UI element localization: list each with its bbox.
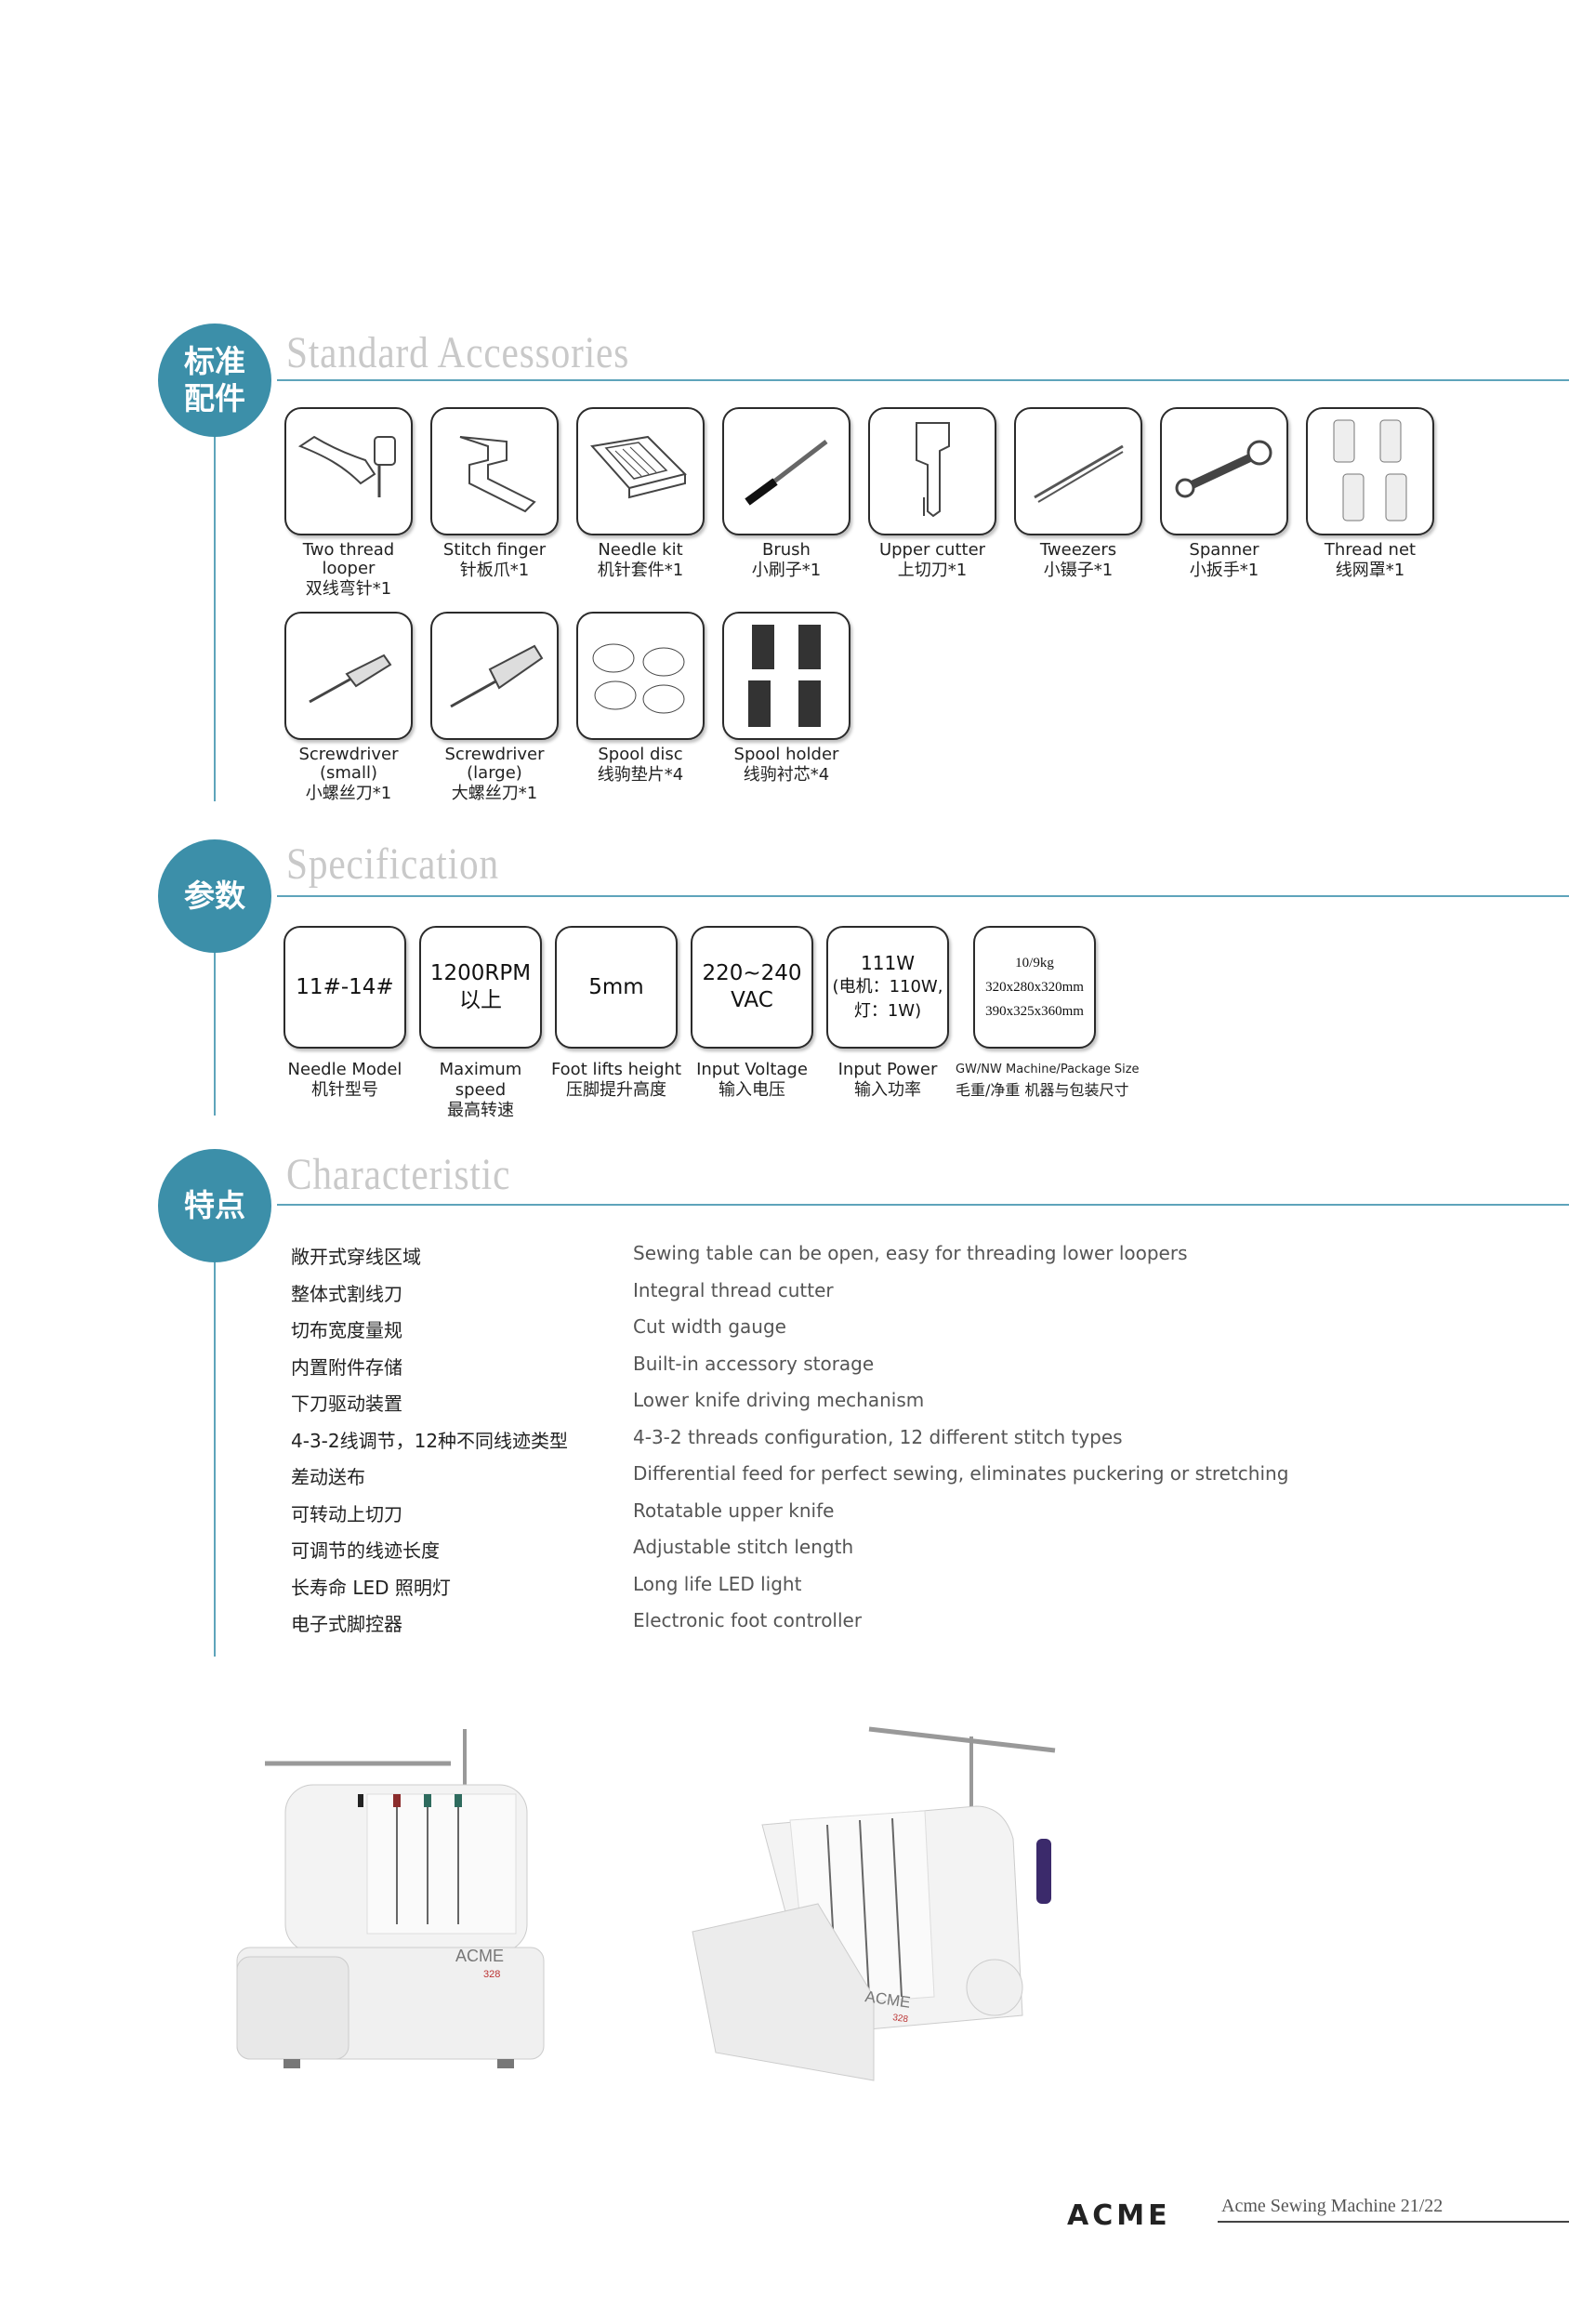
spool-holder-icon xyxy=(722,612,850,740)
brush-icon xyxy=(722,407,850,535)
stitch-finger-icon xyxy=(430,407,559,535)
accessory-item: Brush 小刷子*1 xyxy=(721,407,851,582)
footer-page-label: Acme Sewing Machine 21/22 xyxy=(1221,2196,1444,2216)
characteristic-section-rule xyxy=(214,1199,216,1657)
footer-rule xyxy=(1218,2221,1569,2223)
screwdriver-large-icon xyxy=(430,612,559,740)
thread-net-icon xyxy=(1306,407,1434,535)
accessory-item: Two thread looper 双线弯针*1 xyxy=(283,407,414,601)
accessory-item: Screwdriver(large) 大螺丝刀*1 xyxy=(429,612,560,805)
needle-kit-icon xyxy=(576,407,705,535)
accessory-item: Upper cutter 上切刀*1 xyxy=(867,407,997,582)
characteristic-title: Characteristic xyxy=(286,1150,511,1199)
accessory-item: Screwdriver(small) 小螺丝刀*1 xyxy=(283,612,414,805)
spec-needle-model: 11#-14# Needle Model 机针型号 xyxy=(277,926,413,1101)
accessory-item: Tweezers 小镊子*1 xyxy=(1013,407,1143,582)
accessory-item: Needle kit 机针套件*1 xyxy=(575,407,705,582)
accessories-section-rule xyxy=(214,363,216,801)
svg-text:328: 328 xyxy=(892,2013,909,2025)
characteristic-badge: 特点 xyxy=(158,1149,271,1262)
serger-angled-image: ACME 328 xyxy=(692,1726,1056,2081)
accessories-title: Standard Accessories xyxy=(286,328,630,377)
screwdriver-small-icon xyxy=(284,612,413,740)
characteristic-title-rule xyxy=(277,1204,1569,1206)
upper-cutter-icon xyxy=(868,407,996,535)
accessory-item: Stitch finger 针板爪*1 xyxy=(429,407,560,582)
accessory-item: Spool disc 线驹垫片*4 xyxy=(575,612,705,786)
spanner-icon xyxy=(1160,407,1288,535)
accessory-item: Spanner 小扳手*1 xyxy=(1159,407,1289,582)
accessory-item: Spool holder 线驹衬芯*4 xyxy=(721,612,851,786)
specification-title-rule xyxy=(277,895,1569,897)
footer-logo: ACME xyxy=(1067,2199,1171,2232)
serger-front-image: ACME 328 xyxy=(236,1729,545,2068)
spec-input-power: 111W(电机：110W,灯：1W) Input Power 输入功率 xyxy=(820,926,956,1101)
specification-title: Specification xyxy=(286,839,499,889)
svg-text:ACME: ACME xyxy=(455,1947,504,1965)
spool-disc-icon xyxy=(576,612,705,740)
looper-icon xyxy=(284,407,413,535)
svg-text:328: 328 xyxy=(483,1969,500,1980)
spec-foot-lift-height: 5mm Foot lifts height 压脚提升高度 xyxy=(548,926,684,1101)
specification-badge: 参数 xyxy=(158,839,271,953)
specification-section-rule xyxy=(214,892,216,1116)
accessories-title-rule xyxy=(277,379,1569,381)
tweezers-icon xyxy=(1014,407,1142,535)
accessories-badge: 标准配件 xyxy=(158,324,271,437)
accessory-item: Thread net 线网罩*1 xyxy=(1305,407,1435,582)
